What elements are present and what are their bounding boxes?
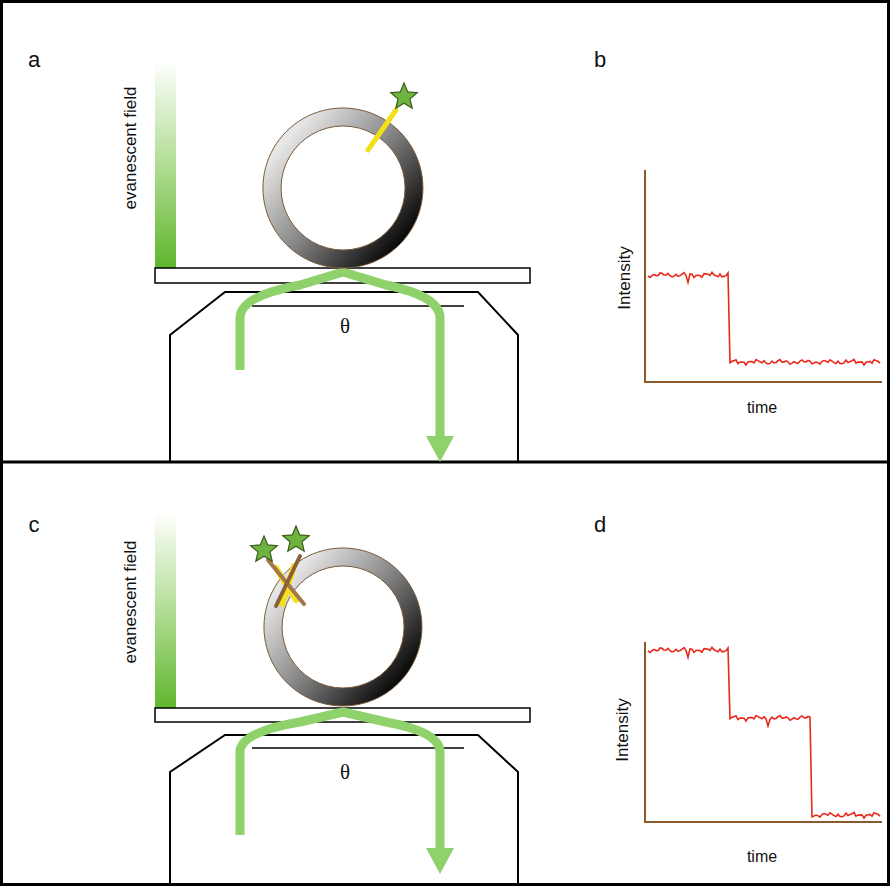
axis-caption: evanescent field — [122, 541, 139, 664]
graph-d-axes — [645, 642, 882, 822]
intensity-trace — [648, 272, 880, 365]
axis-title: time — [747, 849, 777, 865]
beam-arrowhead — [426, 848, 454, 874]
laser-beam — [240, 272, 440, 440]
axis-title: time — [747, 400, 777, 416]
laser-beam — [240, 712, 440, 852]
beam-arrowhead — [426, 436, 454, 462]
panel-letter: d — [594, 514, 606, 536]
angle-symbol: θ — [340, 316, 350, 337]
panel-a-illustration — [155, 60, 530, 462]
objective-lens — [252, 747, 464, 749]
intensity-trace — [648, 647, 880, 818]
panel-c-illustration — [155, 512, 530, 884]
panel-letter: a — [28, 49, 40, 71]
protein-complex — [276, 556, 300, 606]
vesicle — [264, 548, 422, 706]
membrane-protein — [368, 110, 396, 150]
panel-letter: c — [29, 514, 40, 536]
axis-title: Intensity — [616, 246, 633, 309]
panel-letter: b — [594, 49, 606, 71]
fluorophore-star — [391, 83, 418, 108]
objective — [170, 292, 518, 462]
fluorophore-star — [251, 536, 278, 561]
graph-b-axes — [645, 170, 882, 382]
axis-title: Intensity — [614, 698, 631, 761]
evanescent-field-bar — [155, 512, 176, 710]
panel-divider — [0, 461, 890, 464]
angle-symbol: θ — [340, 762, 350, 783]
vesicle — [263, 108, 423, 268]
axis-caption: evanescent field — [122, 87, 139, 210]
objective — [170, 735, 518, 884]
fluorophore-star — [283, 526, 310, 551]
evanescent-field-bar — [155, 60, 176, 268]
